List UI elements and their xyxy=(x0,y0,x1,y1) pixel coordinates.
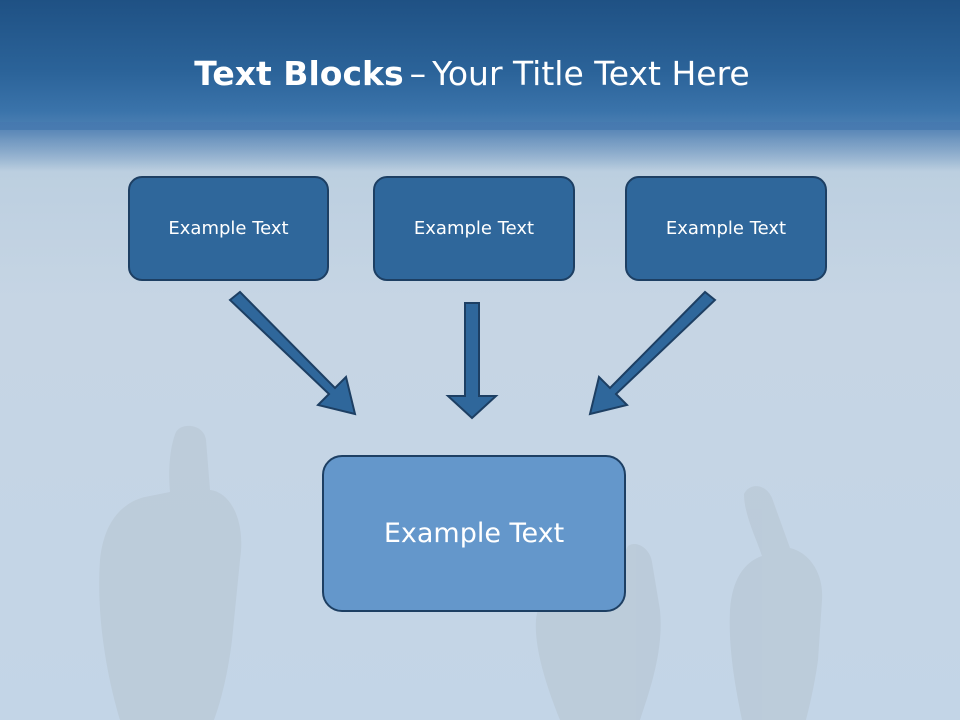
target-text-block-label: Example Text xyxy=(383,518,565,549)
target-text-block[interactable]: Example Text xyxy=(322,455,626,612)
thumbs-up-hand-center-icon xyxy=(535,543,661,720)
thumbs-up-hand-right-icon xyxy=(729,486,823,720)
thumbs-up-hand-left-icon xyxy=(99,425,242,720)
slide-title: Text Blocks–Your Title Text Here xyxy=(0,52,944,96)
arrow-down-left-icon xyxy=(588,290,717,416)
title-bold-text: Text Blocks xyxy=(194,54,404,93)
arrow-down-right-icon xyxy=(228,290,357,416)
text-block-3[interactable]: Example Text xyxy=(625,176,827,281)
text-block-3-label: Example Text xyxy=(665,218,787,239)
text-block-2-label: Example Text xyxy=(413,218,535,239)
title-rest-text: Your Title Text Here xyxy=(432,54,750,93)
title-band xyxy=(0,0,960,130)
title-band-fade xyxy=(0,122,960,172)
arrow-down-icon xyxy=(445,302,499,420)
text-block-2[interactable]: Example Text xyxy=(373,176,575,281)
text-block-1-label: Example Text xyxy=(168,218,289,239)
text-block-1[interactable]: Example Text xyxy=(128,176,329,281)
title-dash: – xyxy=(409,54,427,93)
